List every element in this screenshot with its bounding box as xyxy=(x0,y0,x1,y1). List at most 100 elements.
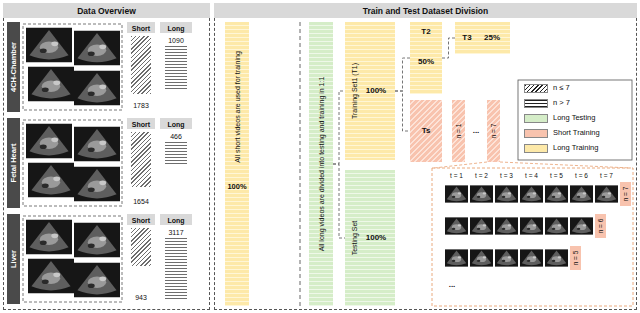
video-frame xyxy=(545,249,568,266)
ultrasound-image xyxy=(74,71,120,106)
node-text: T3 xyxy=(462,34,471,42)
label-text: t = 7 xyxy=(600,173,613,180)
t3-bar: T3 25% xyxy=(455,22,510,54)
node-text: Train and Test Dataset Division xyxy=(363,7,489,16)
video-frame xyxy=(445,217,468,234)
subset-bar: n = 1 xyxy=(452,100,465,162)
node-text: Ts xyxy=(422,127,431,135)
node-text: Short xyxy=(132,25,150,32)
legend-text: n ≤ 7 xyxy=(553,84,570,92)
zoom-leader xyxy=(500,162,631,168)
split-connector xyxy=(395,58,410,91)
node-text: All long videos are divided into testing… xyxy=(318,77,325,252)
short-count-column: Short 1654 xyxy=(127,118,155,208)
short-count-column: Short1783 xyxy=(127,22,155,112)
row-label: Fetal Heart xyxy=(7,118,20,208)
legend-box xyxy=(518,80,632,160)
video-frame xyxy=(470,217,493,234)
long-count-column: Long3117 xyxy=(160,214,192,304)
split-connector xyxy=(333,91,345,164)
node-text: 25% xyxy=(484,34,500,42)
node-text: Short xyxy=(132,121,150,128)
node-text: 4CH-Chamber xyxy=(10,42,18,92)
video-frame xyxy=(520,217,543,234)
video-frame xyxy=(445,249,468,266)
testing-set-bar: Testing Set 100% xyxy=(345,170,395,306)
ultrasound-image xyxy=(28,67,74,102)
ultrasound-image xyxy=(26,28,72,63)
image-frame xyxy=(23,216,122,302)
short-bar xyxy=(131,36,151,94)
long-videos-bar: All long videos are divided into testing… xyxy=(309,22,333,306)
node-text: n = 7 xyxy=(622,187,629,202)
t2-bar: T250% xyxy=(410,22,442,94)
video-frame xyxy=(495,249,518,266)
long-count-column: Long 466 xyxy=(160,118,192,208)
node-text: Data Overview xyxy=(77,7,136,16)
video-frame xyxy=(595,185,618,202)
image-frame xyxy=(23,24,122,110)
label-text: t = 2 xyxy=(475,173,488,180)
node-text: Short xyxy=(132,217,150,224)
node-text: Liver xyxy=(10,250,18,268)
label-text: t = 6 xyxy=(575,173,588,180)
video-frame xyxy=(470,185,493,202)
ultrasound-image xyxy=(28,163,74,198)
video-frame xyxy=(545,217,568,234)
video-frame xyxy=(570,185,593,202)
video-frame xyxy=(570,217,593,234)
label-text: t = 5 xyxy=(550,173,563,180)
zoom-leader xyxy=(434,162,487,168)
video-frame xyxy=(520,249,543,266)
legend-swatch xyxy=(524,114,548,123)
image-frame xyxy=(23,120,122,206)
ultrasound-image xyxy=(74,263,120,298)
long-bar xyxy=(165,238,187,300)
legend-pattern xyxy=(524,84,548,93)
legend-entry: Short Training xyxy=(524,128,628,139)
legend-entry: n > 7 xyxy=(524,98,628,109)
long-count-column: Long1090 xyxy=(160,22,192,112)
legend-pattern xyxy=(524,99,548,108)
node-text: 100% xyxy=(366,87,386,95)
node-text: 1090 xyxy=(168,37,184,44)
training-set-bar: Training Set1 (T1)100% xyxy=(345,22,395,160)
frame-count-tab: n = 5 xyxy=(570,246,581,270)
node-text: 1654 xyxy=(133,198,149,205)
short-count-column: Short 943 xyxy=(127,214,155,304)
node-text: Long xyxy=(167,217,184,224)
video-frame xyxy=(470,249,493,266)
node-text: All short videos are used for training xyxy=(234,51,241,163)
ts-bar: Ts xyxy=(410,100,442,162)
node-text: Long xyxy=(167,121,184,128)
label-text: ... xyxy=(449,281,456,289)
legend-entry: Long Testing xyxy=(524,113,628,124)
division-panel: Train and Test Dataset DivisionAll short… xyxy=(214,3,637,310)
node-text: n = 7 xyxy=(490,124,497,139)
ultrasound-image xyxy=(28,259,74,294)
split-connector xyxy=(395,91,410,131)
node-text: 943 xyxy=(135,294,147,301)
row-label: 4CH-Chamber xyxy=(7,22,20,112)
node-text: n = 1 xyxy=(455,124,462,139)
node-text: Testing Set xyxy=(351,221,358,256)
ultrasound-image xyxy=(74,31,120,66)
frame-count-tab: n = 7 xyxy=(620,182,631,206)
node-text: n = 6 xyxy=(597,219,604,234)
ultrasound-image xyxy=(74,127,120,162)
legend-swatch xyxy=(524,129,548,138)
frame-strip-box xyxy=(432,168,633,306)
short-training-bar: All short videos are used for training 10… xyxy=(225,22,249,306)
ultrasound-image xyxy=(74,223,120,258)
legend-text: n > 7 xyxy=(553,99,570,107)
label-text: ... xyxy=(473,127,480,135)
video-frame xyxy=(545,185,568,202)
legend-entry: Long Training xyxy=(524,143,628,154)
long-bar xyxy=(165,142,187,164)
node-text: 466 xyxy=(170,133,182,140)
node-text: 100% xyxy=(227,183,246,191)
node-text: n = 5 xyxy=(572,251,579,266)
node-text: T2 xyxy=(421,28,430,36)
node-text: 100% xyxy=(366,234,386,242)
